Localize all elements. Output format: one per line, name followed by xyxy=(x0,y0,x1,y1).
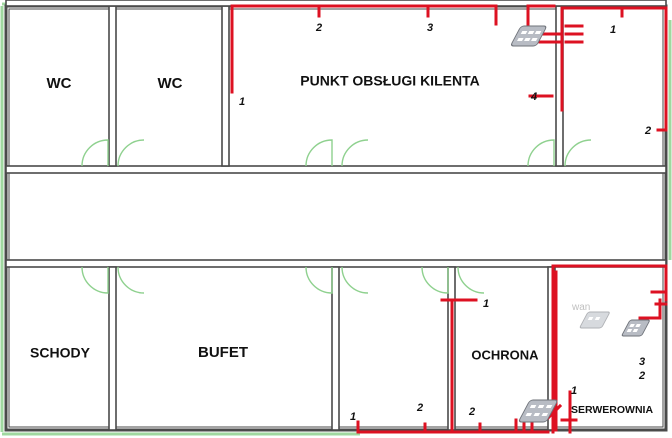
socket-number: 3 xyxy=(427,22,433,34)
room-label-customer-service: PUNKT OBSŁUGI KILENTA xyxy=(300,73,479,89)
socket-number: 2 xyxy=(315,22,322,34)
socket-number: 2 xyxy=(416,402,423,414)
socket-number: 1 xyxy=(483,298,489,310)
room-label-server-room: SERWEROWNIA xyxy=(571,404,653,416)
room-label-buffet: BUFET xyxy=(198,344,248,361)
wan-label: wan xyxy=(571,302,590,313)
network-switch-icon[interactable] xyxy=(510,25,547,47)
room-label-wc-2: WC xyxy=(158,75,183,92)
doors xyxy=(81,139,592,294)
socket-number: 4 xyxy=(530,91,537,103)
socket-number: 1 xyxy=(571,385,577,397)
room-label-wc-1: WC xyxy=(47,75,72,92)
room-label-security: OCHRONA xyxy=(471,347,539,362)
socket-number: 3 xyxy=(639,356,645,368)
router-icon[interactable] xyxy=(579,311,610,329)
socket-number: 1 xyxy=(350,411,356,423)
network-switch-icon[interactable] xyxy=(621,319,650,337)
partition-walls xyxy=(5,0,667,431)
socket-number: 2 xyxy=(468,406,475,418)
socket-number: 1 xyxy=(239,96,245,108)
socket-number: 2 xyxy=(644,125,651,137)
socket-number: 1 xyxy=(610,24,616,36)
socket-number: 2 xyxy=(638,370,645,382)
room-label-stairs: SCHODY xyxy=(30,345,91,361)
network-switch-icon[interactable] xyxy=(518,399,558,423)
corridor-walls xyxy=(5,165,667,268)
